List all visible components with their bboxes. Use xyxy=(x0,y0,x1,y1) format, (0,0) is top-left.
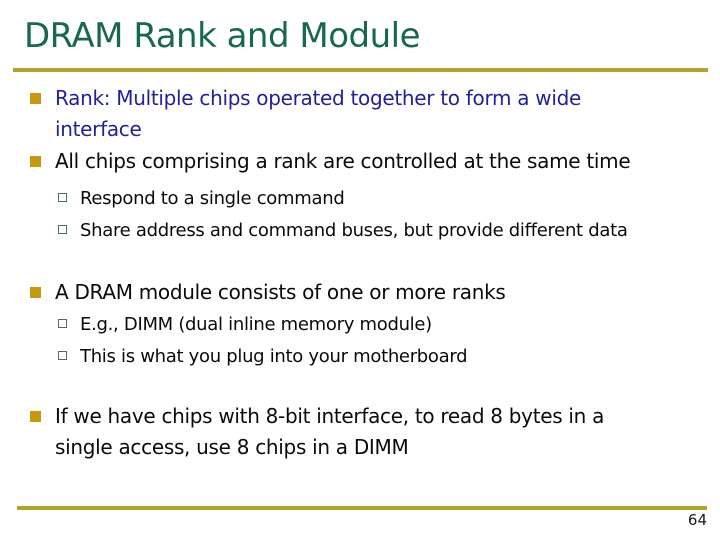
bullet-text: If we have chips with 8-bit interface, t… xyxy=(55,404,605,459)
sub-bullet-text: Share address and command buses, but pro… xyxy=(80,220,628,241)
square-bullet-icon xyxy=(30,411,41,422)
bullet-item: Rank: Multiple chips operated together t… xyxy=(0,83,720,145)
square-bullet-icon xyxy=(30,287,41,298)
page-number: 64 xyxy=(687,511,707,529)
bullet-text: All chips comprising a rank are controll… xyxy=(55,149,631,173)
footer-rule xyxy=(17,506,707,510)
bullet-item: If we have chips with 8-bit interface, t… xyxy=(0,401,720,463)
hollow-square-bullet-icon xyxy=(58,319,67,328)
sub-bullet-text: E.g., DIMM (dual inline memory module) xyxy=(80,314,432,335)
slide-title: DRAM Rank and Module xyxy=(24,16,421,56)
bullet-text: A DRAM module consists of one or more ra… xyxy=(55,280,506,304)
hollow-square-bullet-icon xyxy=(58,351,67,360)
sub-bullet-item: Respond to a single command xyxy=(0,184,720,214)
title-rule xyxy=(13,68,708,72)
hollow-square-bullet-icon xyxy=(58,225,67,234)
square-bullet-icon xyxy=(30,156,41,167)
sub-bullet-text: Respond to a single command xyxy=(80,188,345,209)
bullet-item: A DRAM module consists of one or more ra… xyxy=(0,277,720,308)
sub-bullet-item: This is what you plug into your motherbo… xyxy=(0,342,720,372)
square-bullet-icon xyxy=(30,93,41,104)
bullet-text: Rank: Multiple chips operated together t… xyxy=(55,86,582,141)
hollow-square-bullet-icon xyxy=(58,193,67,202)
sub-bullet-item: E.g., DIMM (dual inline memory module) xyxy=(0,310,720,340)
sub-bullet-text: This is what you plug into your motherbo… xyxy=(80,346,468,367)
sub-bullet-item: Share address and command buses, but pro… xyxy=(0,216,720,246)
bullet-item: All chips comprising a rank are controll… xyxy=(0,146,720,177)
